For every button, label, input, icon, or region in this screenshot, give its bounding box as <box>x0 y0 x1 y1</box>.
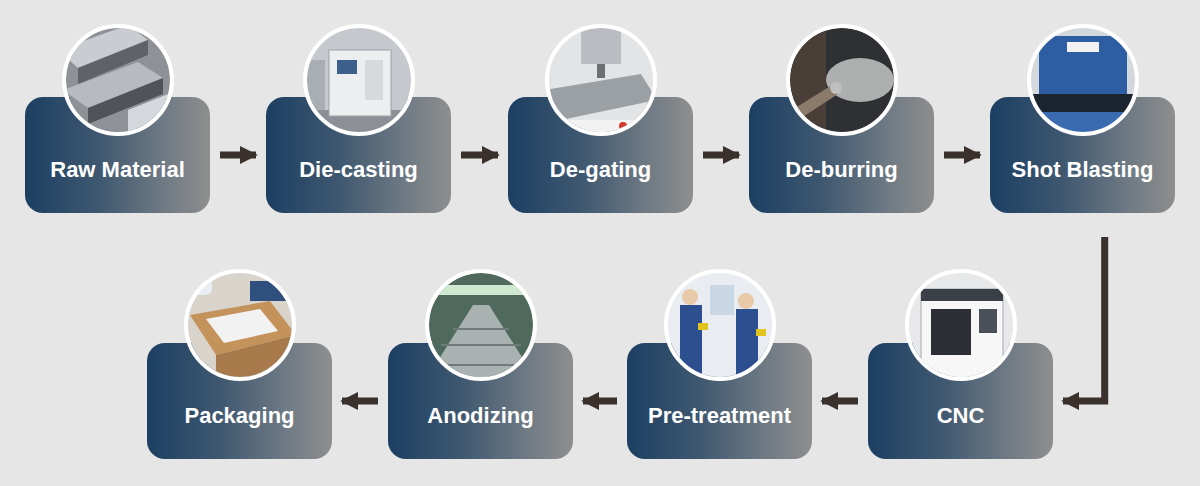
spark-spray <box>826 58 894 102</box>
worker-sleeve <box>250 281 290 301</box>
gloved-hand <box>190 277 212 295</box>
flow-arrow <box>461 152 498 159</box>
step-label: Anodizing <box>427 401 533 431</box>
process-box: Shot Blasting <box>990 97 1175 213</box>
flow-arrow <box>583 398 617 405</box>
step-label: Raw Material <box>50 155 185 185</box>
process-box: De-burring <box>749 97 934 213</box>
step-label: De-burring <box>785 155 897 185</box>
cutter-shape <box>597 64 605 78</box>
machine-shape <box>1039 36 1127 106</box>
carton-insert <box>206 309 278 343</box>
step-label: Pre-treatment <box>648 401 791 431</box>
process-box: Die-casting <box>266 97 451 213</box>
process-box: Raw Material <box>25 97 210 213</box>
machine-plate <box>1067 42 1099 52</box>
flow-arrow <box>1063 237 1105 401</box>
machine-top <box>921 289 1003 301</box>
step-label: De-gating <box>550 155 651 185</box>
step-label: Die-casting <box>299 155 418 185</box>
worker-glove <box>698 323 708 330</box>
ingot-shape <box>78 40 148 84</box>
process-box: Anodizing <box>388 343 573 459</box>
tool-tip <box>830 82 842 94</box>
wall-sign <box>710 285 734 315</box>
step-label: Packaging <box>184 401 294 431</box>
step-label: Shot Blasting <box>1012 155 1154 185</box>
flow-arrow <box>822 398 858 405</box>
process-box: Packaging <box>147 343 332 459</box>
worker-glove <box>756 329 766 336</box>
step-label: CNC <box>937 401 985 431</box>
worker-head <box>682 289 698 305</box>
machine-panel <box>337 60 357 74</box>
light-strip <box>425 285 537 295</box>
flow-arrow <box>342 398 378 405</box>
ingot-shape <box>58 25 148 68</box>
tank-divider <box>453 328 509 330</box>
process-box: De-gating <box>508 97 693 213</box>
machine-head <box>581 24 621 64</box>
flow-arrow <box>944 152 980 159</box>
machine-door <box>365 60 383 100</box>
flow-arrow <box>703 152 739 159</box>
flow-arrow <box>220 152 256 159</box>
process-box: Pre-treatment <box>627 343 812 459</box>
control-panel <box>979 309 997 333</box>
worker-head <box>738 293 754 309</box>
process-box: CNC <box>868 343 1053 459</box>
